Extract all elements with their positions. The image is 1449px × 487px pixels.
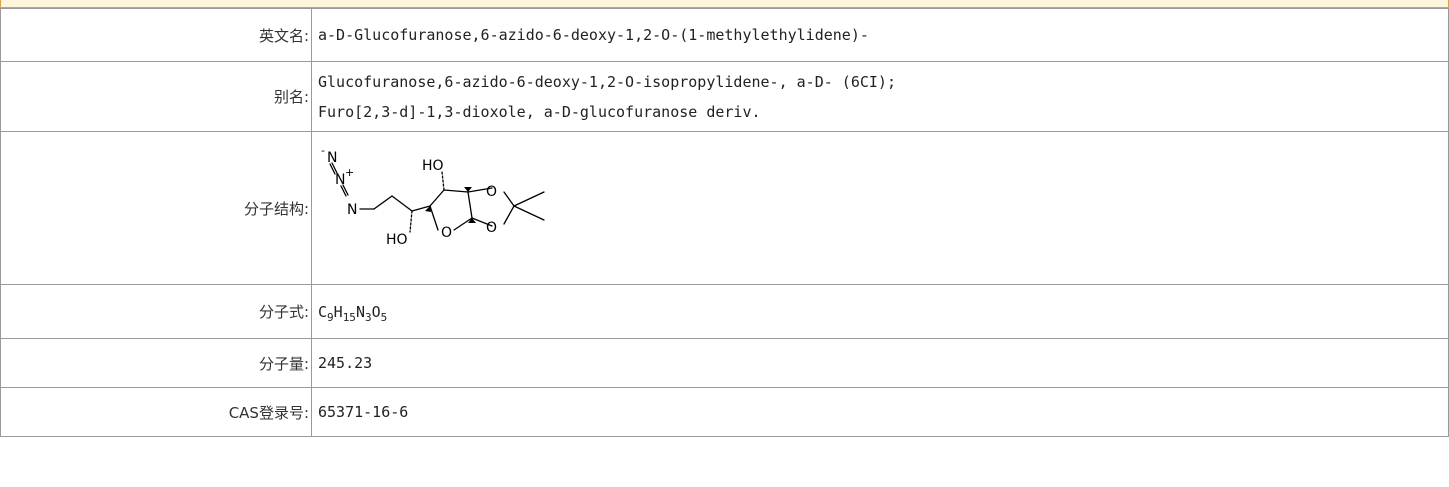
bond <box>429 205 439 231</box>
row-cas: CAS登录号: 65371-16-6 <box>0 387 1449 437</box>
row-formula: 分子式: C9H15N3O5 <box>0 284 1449 339</box>
azide-bond <box>342 184 349 196</box>
azide-plus-charge: + <box>345 166 354 179</box>
oxygen-atom: O <box>441 225 452 241</box>
bond <box>391 195 413 212</box>
bond <box>503 191 515 207</box>
formula-count: 3 <box>364 310 372 324</box>
english-name-value: a-D-Glucofuranose,6-azido-6-deoxy-1,2-O-… <box>311 8 1449 62</box>
formula-element: N <box>355 302 365 321</box>
row-structure: 分子结构: <box>0 131 1449 285</box>
bond <box>513 205 545 221</box>
header-strip <box>0 0 1449 8</box>
formula-count: 5 <box>380 310 388 324</box>
row-english-name: 英文名: a-D-Glucofuranose,6-azido-6-deoxy-1… <box>0 8 1449 62</box>
weight-label: 分子量: <box>0 338 312 388</box>
bond <box>471 217 493 227</box>
hydroxyl-label: HO <box>422 158 444 174</box>
azide-n-atom: N <box>327 150 337 166</box>
azide-n-atom: N <box>347 202 357 218</box>
formula-count: 9 <box>327 310 334 324</box>
english-name-label: 英文名: <box>0 8 312 62</box>
weight-value: 245.23 <box>311 338 1449 388</box>
alias-item: Glucofuranose,6-azido-6-deoxy-1,2-O-isop… <box>318 72 896 91</box>
structure-label: 分子结构: <box>0 131 312 285</box>
compound-info-table: 英文名: a-D-Glucofuranose,6-azido-6-deoxy-1… <box>0 8 1449 437</box>
azide-minus-charge: - <box>321 144 325 157</box>
formula-element: H <box>333 302 343 321</box>
bond <box>467 191 473 219</box>
wedge-bond <box>425 206 431 212</box>
bond <box>513 191 545 207</box>
bond <box>467 187 493 193</box>
hydroxyl-label: HO <box>386 232 408 248</box>
cas-value: 65371-16-6 <box>311 387 1449 437</box>
bond <box>373 195 393 210</box>
row-aliases: 别名: Glucofuranose,6-azido-6-deoxy-1,2-O-… <box>0 61 1449 132</box>
cas-label: CAS登录号: <box>0 387 312 437</box>
formula-element: C <box>318 302 328 321</box>
bond <box>441 171 445 191</box>
oxygen-atom: O <box>486 184 497 200</box>
aliases-label: 别名: <box>0 61 312 132</box>
aliases-value: Glucofuranose,6-azido-6-deoxy-1,2-O-isop… <box>311 61 1449 132</box>
row-weight: 分子量: 245.23 <box>0 338 1449 388</box>
wedge-bond <box>464 187 472 192</box>
formula-element: O <box>371 302 381 321</box>
azide-n-atom: N <box>335 172 345 188</box>
bond <box>453 217 473 231</box>
alias-item: Furo[2,3-d]-1,3-dioxole, a-D-glucofurano… <box>318 102 761 121</box>
structure-value: - N N + N HO O O O HO <box>311 131 1449 285</box>
azide-bond <box>331 162 338 174</box>
wedge-bond <box>468 218 476 223</box>
azide-bond <box>340 185 347 197</box>
bond <box>503 205 515 225</box>
bond <box>429 189 445 207</box>
oxygen-atom: O <box>486 220 497 236</box>
molecule-structure-image: - N N + N HO O O O HO <box>321 144 545 248</box>
azide-bond <box>329 163 336 175</box>
bond <box>411 205 431 212</box>
bond <box>409 210 413 233</box>
formula-label: 分子式: <box>0 284 312 339</box>
formula-count: 15 <box>342 310 356 324</box>
formula-value: C9H15N3O5 <box>311 284 1449 339</box>
bond <box>443 189 469 193</box>
